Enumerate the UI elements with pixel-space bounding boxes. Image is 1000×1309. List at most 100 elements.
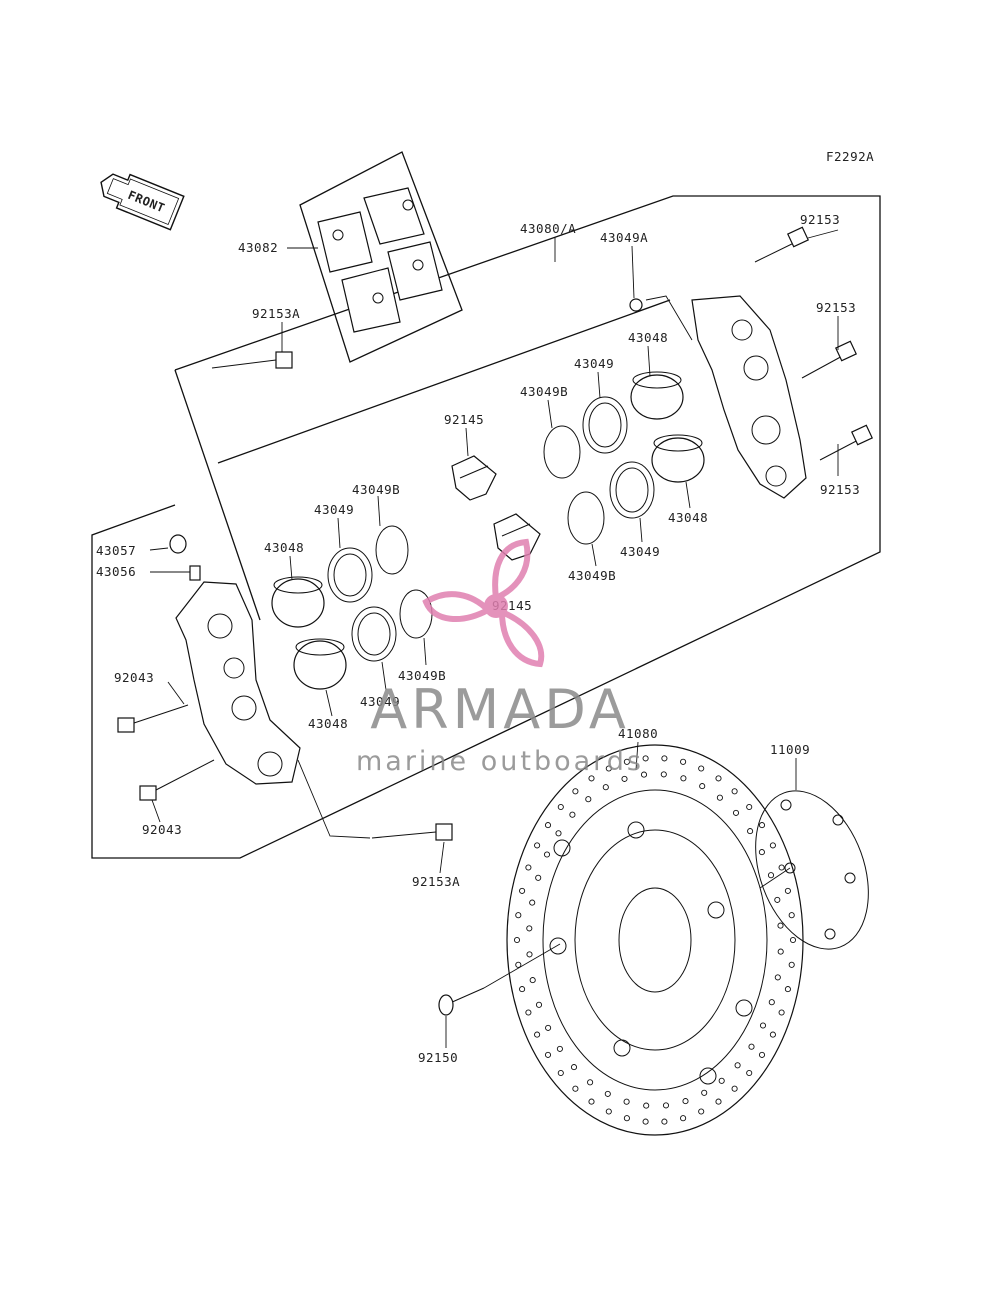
- label-43080A: 43080/A: [520, 221, 576, 236]
- label-92153A-top: 92153A: [252, 306, 300, 321]
- disc-hole: [661, 755, 668, 762]
- piston-43048-right: [651, 434, 705, 483]
- seal-43049B-left: [375, 525, 409, 575]
- disc-hole: [529, 899, 536, 906]
- label-92153-mid: 92153: [816, 300, 856, 315]
- label-43057: 43057: [96, 543, 136, 558]
- label-92145-top: 92145: [444, 412, 484, 427]
- disc-hole: [731, 1085, 738, 1092]
- cap-43057: [169, 534, 187, 554]
- disc-hole: [788, 961, 795, 968]
- disc-hole: [544, 822, 552, 829]
- caliper-assembly-frame: [91, 195, 881, 859]
- disc-hole: [774, 974, 781, 981]
- label-43049B-top: 43049B: [520, 384, 568, 399]
- leader-lines: [149, 229, 839, 1048]
- disc-hole: [513, 936, 521, 944]
- label-43049B-right: 43049B: [568, 568, 616, 583]
- disc-hole: [777, 922, 784, 929]
- disc-hole: [680, 775, 687, 782]
- brake-disc: [506, 744, 804, 1136]
- clip-92145-top: [451, 455, 497, 501]
- disc-hole: [701, 1089, 708, 1096]
- disc-hole: [662, 1102, 670, 1109]
- seal-43049-right: [609, 461, 655, 519]
- disc-hole: [525, 864, 532, 871]
- disc-hole: [587, 1079, 594, 1086]
- disc-hole: [731, 788, 738, 795]
- disc-hole: [519, 986, 526, 993]
- disc-hole: [769, 842, 776, 849]
- disc-shim-11009: [755, 790, 869, 950]
- disc-hole: [544, 1051, 552, 1058]
- label-92153-low: 92153: [820, 482, 860, 497]
- disc-hole: [759, 1022, 767, 1029]
- front-arrow-icon: FRONT: [100, 173, 185, 231]
- disc-hole: [734, 1062, 741, 1069]
- disc-hole: [525, 1009, 532, 1016]
- disc-hole: [602, 784, 609, 791]
- disc-hole: [778, 1009, 785, 1016]
- disc-hole: [784, 986, 791, 993]
- disc-hole: [788, 912, 795, 919]
- frame-leader-92153A: [174, 369, 261, 621]
- label-43048-low: 43048: [308, 716, 348, 731]
- bolt-92153-low: [819, 424, 874, 461]
- disc-hole: [698, 765, 705, 772]
- disc-hole: [519, 887, 526, 894]
- label-43049B-low: 43049B: [398, 668, 446, 683]
- disc-hole: [769, 1031, 776, 1038]
- label-43056: 43056: [96, 564, 136, 579]
- disc-vent-holes: [513, 755, 797, 1125]
- disc-hole: [680, 758, 687, 765]
- disc-hole: [715, 775, 722, 782]
- disc-hole: [535, 1001, 543, 1008]
- disc-hole: [543, 851, 551, 858]
- disc-hole: [758, 822, 766, 829]
- label-92043-top: 92043: [114, 670, 154, 685]
- brake-pad-box: [299, 151, 463, 363]
- left-caliper-half: [175, 581, 301, 785]
- disc-hole: [572, 1085, 579, 1092]
- disc-hole: [661, 1118, 668, 1125]
- right-caliper-half: [691, 295, 807, 499]
- part-number-labels: 43080/A 92153 43049A 92153 43048 43049 4…: [96, 212, 860, 1065]
- disc-hole: [640, 771, 648, 778]
- disc-hole: [718, 1077, 725, 1084]
- disc-hole: [588, 775, 595, 782]
- bolt-92153-mid: [801, 340, 858, 379]
- disc-hole: [535, 874, 542, 881]
- watermark-brand: ARMADA: [370, 678, 630, 741]
- disc-hole: [758, 849, 765, 856]
- seal-43049-left: [327, 547, 373, 603]
- bolt-92153A-top: [211, 351, 293, 369]
- disc-hole: [557, 803, 564, 811]
- disc-hole: [715, 1098, 722, 1105]
- diagram-code: F2292A: [826, 149, 874, 164]
- disc-hole: [746, 803, 753, 811]
- seal-43049B-right: [567, 491, 605, 545]
- disc-hole: [748, 1043, 755, 1050]
- disc-hole: [604, 1090, 611, 1097]
- disc-hole: [699, 783, 706, 790]
- disc-hole: [682, 1098, 689, 1105]
- disc-hole: [515, 961, 522, 968]
- seal-43049B-low: [399, 589, 433, 639]
- disc-hole: [570, 1064, 578, 1071]
- label-43049A: 43049A: [600, 230, 648, 245]
- label-92153A-low: 92153A: [412, 874, 460, 889]
- disc-hole: [732, 809, 740, 816]
- disc-hole: [642, 1118, 649, 1125]
- disc-hole: [774, 896, 781, 903]
- bolt-92043-low: [139, 759, 215, 801]
- bolt-92150: [438, 943, 561, 1016]
- watermark: ARMADA marine outboards: [356, 538, 644, 777]
- label-43049-low: 43049: [360, 694, 400, 709]
- disc-hole: [643, 1102, 650, 1109]
- bolt-92153A-low: [297, 759, 453, 841]
- disc-hole: [588, 1098, 595, 1105]
- watermark-tagline: marine outboards: [356, 746, 644, 777]
- disc-hole: [789, 936, 797, 944]
- disc-hole: [777, 948, 784, 955]
